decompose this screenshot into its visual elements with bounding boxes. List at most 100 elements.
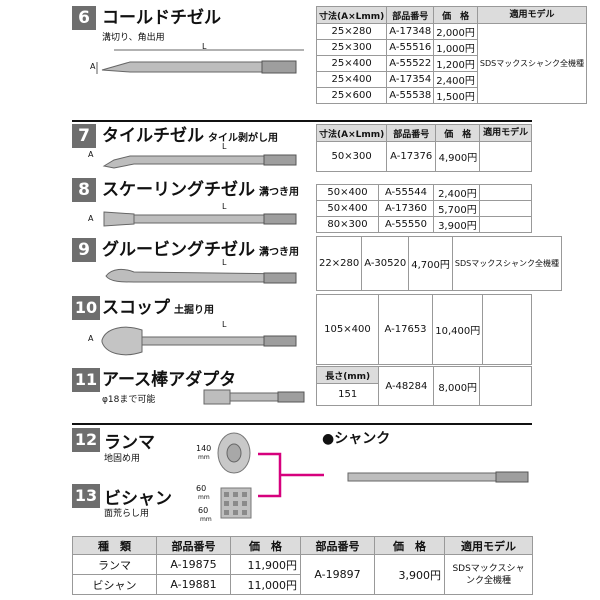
- scaling-chisel-image: [103, 211, 297, 227]
- item-title: ランマ: [104, 433, 155, 453]
- cell-price: 2,400円: [433, 71, 478, 88]
- cell-size: 50×400: [316, 184, 379, 201]
- cell-size: 25×300: [315, 39, 388, 56]
- th-price: 価 格: [435, 124, 481, 142]
- th-part: 部品番号: [386, 124, 437, 142]
- cell-price: 1,000円: [433, 39, 478, 56]
- th-price: 価 格: [433, 6, 478, 24]
- dim-label: 60: [198, 506, 209, 515]
- th-model: 適用モデル: [476, 6, 588, 24]
- item-note: 面荒らし用: [104, 509, 150, 519]
- cell-shank-part: A-19897: [300, 554, 375, 595]
- section-earth-rod-adapter: 11 アース棒アダプタ φ18まで可能 長さ(mm) A-48284 8,000…: [72, 366, 532, 408]
- cell-part: A-19875: [156, 554, 231, 575]
- dim-l-label: L: [222, 202, 227, 211]
- shank-image: [347, 471, 529, 483]
- table-row: 25×300 A-55516 1,000円: [315, 39, 587, 56]
- cell-model-empty: [479, 366, 532, 406]
- cell-part: A-30520: [361, 236, 410, 291]
- item-title-main: タイルチゼル: [102, 126, 204, 146]
- table-row: 50×400 A-17360 5,700円: [316, 200, 533, 217]
- th-length: 長さ(mm): [315, 366, 380, 384]
- cold-chisel-image: [96, 49, 304, 74]
- cell-price: 4,900円: [435, 141, 481, 172]
- item-subtitle: 溝つき用: [259, 247, 299, 258]
- dim-label: 140: [196, 444, 212, 453]
- dim-l-label: L: [222, 320, 227, 329]
- item-number: 11: [72, 368, 100, 392]
- spec-table: 寸法(A×Lmm) 部品番号 価 格 適用モデル 50×300 A-17376 …: [315, 124, 532, 172]
- th-model: 適用モデル: [444, 536, 533, 555]
- th-shank-part: 部品番号: [300, 536, 375, 555]
- th-size: 寸法(A×Lmm): [315, 6, 388, 24]
- item-title: コールドチゼル: [102, 8, 221, 28]
- dim-label: 60: [196, 484, 207, 493]
- item-subtitle: 土掘り用: [174, 305, 214, 316]
- section-cold-chisel: 6 コールドチゼル 溝切り、角出用 A L 寸法(A×Lmm) 部品番号 価 格…: [72, 2, 588, 110]
- cell-size: 105×400: [316, 294, 379, 365]
- cell-price: 4,700円: [408, 236, 453, 291]
- cell-size: 25×400: [315, 55, 388, 72]
- cell-size: 22×280: [315, 236, 363, 291]
- dim-unit: mm: [198, 454, 210, 461]
- item-number: 7: [72, 124, 96, 148]
- grooving-chisel-image: [105, 268, 297, 284]
- cell-model-empty: [479, 141, 532, 172]
- cell-price: 3,900円: [432, 216, 480, 233]
- item-subtitle: タイル剥がし用: [208, 133, 278, 144]
- section-grooving-chisel: 9 グルービングチゼル溝つき用 L 22×280 A-30520 4,700円 …: [72, 234, 562, 292]
- cell-price: 5,700円: [432, 200, 480, 217]
- th-model: 適用モデル: [479, 124, 532, 142]
- cell-part: A-17653: [377, 294, 434, 365]
- cell-price: 2,000円: [433, 23, 478, 40]
- table-row: 151: [315, 383, 532, 406]
- cell-size: 80×300: [316, 216, 379, 233]
- dim-a-label: A: [88, 150, 94, 159]
- item-title-main: グルービングチゼル: [102, 240, 255, 260]
- cell-model: SDSマックスシャンク全機種: [444, 554, 533, 595]
- spec-table: 105×400 A-17653 10,400円: [316, 294, 532, 365]
- tile-chisel-image: [102, 154, 297, 169]
- cell-size: 50×400: [316, 200, 379, 217]
- table-row: 80×300 A-55550 3,900円: [316, 216, 533, 233]
- cell-price: 10,400円: [432, 294, 484, 365]
- th-price: 価 格: [230, 536, 301, 555]
- cell-part: A-17354: [386, 71, 435, 88]
- cell-type: ランマ: [72, 554, 157, 575]
- accessory-table: 種 類 部品番号 価 格 部品番号 価 格 適用モデル ランマ A-19875 …: [72, 536, 533, 595]
- cell-price: 1,500円: [433, 87, 478, 104]
- cell-part: A-19881: [156, 574, 231, 595]
- cell-model-empty: [478, 200, 533, 217]
- cell-price: 8,000円: [433, 366, 481, 406]
- cell-size: 50×300: [315, 141, 388, 172]
- connector-lines: [258, 452, 324, 498]
- cell-part: A-55516: [386, 39, 435, 56]
- item-number: 6: [72, 6, 96, 30]
- cell-price: 11,900円: [230, 554, 301, 575]
- item-title: スコップ土掘り用: [102, 296, 214, 323]
- divider: [72, 423, 532, 425]
- dim-l-label: L: [222, 258, 227, 267]
- dim-a-label: A: [90, 62, 96, 71]
- spec-table: 22×280 A-30520 4,700円 SDSマックスシャンク全機種: [315, 236, 562, 291]
- dim-l-label: L: [222, 142, 227, 151]
- item-subtitle: 溝つき用: [259, 187, 299, 198]
- section-tile-chisel: 7 タイルチゼルタイル剥がし用 A L 寸法(A×Lmm) 部品番号 価 格 適…: [72, 120, 532, 174]
- item-note: φ18まで可能: [102, 395, 156, 405]
- item-number: 9: [72, 238, 96, 262]
- bush-hammer-image: [220, 487, 252, 519]
- item-number: 8: [72, 178, 96, 202]
- cell-model-empty: [478, 216, 533, 233]
- cell-type: ビシャン: [72, 574, 157, 595]
- th-size: 寸法(A×Lmm): [315, 124, 388, 142]
- item-title: グルービングチゼル溝つき用: [102, 238, 299, 265]
- adapter-image: [203, 389, 305, 405]
- cell-part: A-17348: [386, 23, 435, 40]
- scoop-image: [101, 326, 297, 356]
- cell-part: A-48284: [378, 366, 435, 406]
- cell-size: 25×600: [315, 87, 388, 104]
- cell-model: SDSマックスシャンク全機種: [451, 236, 562, 291]
- th-part: 部品番号: [386, 6, 435, 24]
- table-row: 50×300 A-17376 4,900円: [315, 141, 532, 172]
- dim-l-label: L: [202, 42, 207, 51]
